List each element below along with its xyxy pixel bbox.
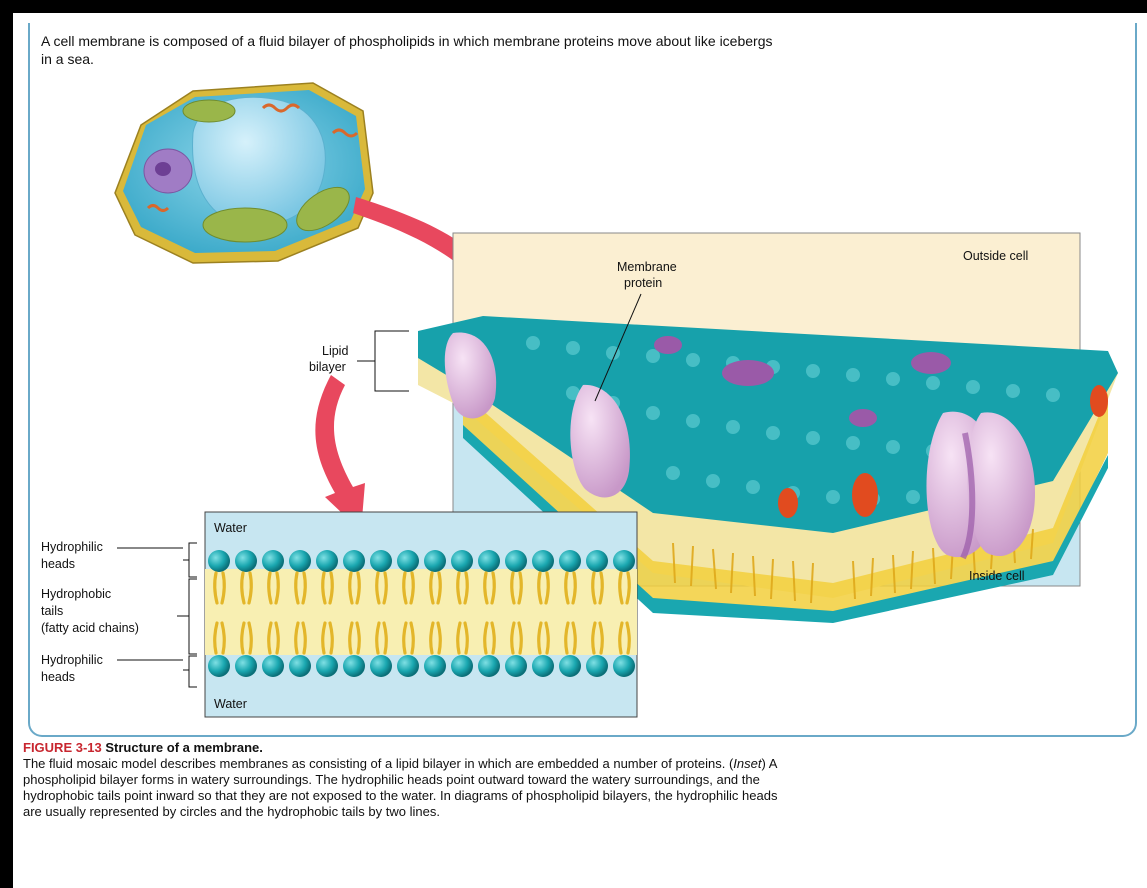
label-membrane-protein-2: protein	[624, 276, 662, 290]
bracket-lipid-bilayer	[357, 331, 409, 391]
figure-caption: FIGURE 3-13 Structure of a membrane. The…	[23, 740, 793, 820]
chloroplast	[203, 208, 287, 242]
label-hydrophilic-bottom-2: heads	[41, 670, 75, 684]
label-lipid-2: bilayer	[309, 360, 346, 374]
caption-body-1: The fluid mosaic model describes membran…	[23, 756, 733, 771]
label-hydrophilic-top-2: heads	[41, 557, 75, 571]
figure-sheet: A cell membrane is composed of a fluid b…	[13, 13, 1147, 888]
label-water-top: Water	[214, 521, 247, 535]
label-water-bottom: Water	[214, 697, 247, 711]
label-inside-cell: Inside cell	[969, 569, 1025, 583]
label-lipid-1: Lipid	[322, 344, 348, 358]
label-hydrophobic-1: Hydrophobic	[41, 587, 111, 601]
plant-cell	[115, 83, 373, 263]
label-membrane-protein-1: Membrane	[617, 260, 677, 274]
chloroplast	[183, 100, 235, 122]
label-hydrophobic-3: (fatty acid chains)	[41, 621, 139, 635]
label-hydrophobic-2: tails	[41, 604, 63, 618]
zoom-arrow-bilayer-to-inset	[315, 375, 365, 531]
label-hydrophilic-bottom-1: Hydrophilic	[41, 653, 103, 667]
inset-bilayer: Water Water	[205, 512, 637, 717]
figure-title: Structure of a membrane.	[105, 740, 263, 755]
figure-number: FIGURE 3-13	[23, 740, 102, 755]
bracket-hydrophobic	[177, 579, 197, 654]
caption-inset-word: Inset	[733, 756, 761, 771]
label-hydrophilic-top-1: Hydrophilic	[41, 540, 103, 554]
bracket-hydrophilic-top	[117, 543, 197, 577]
bracket-hydrophilic-bottom	[117, 656, 197, 687]
label-outside-cell: Outside cell	[963, 249, 1028, 263]
